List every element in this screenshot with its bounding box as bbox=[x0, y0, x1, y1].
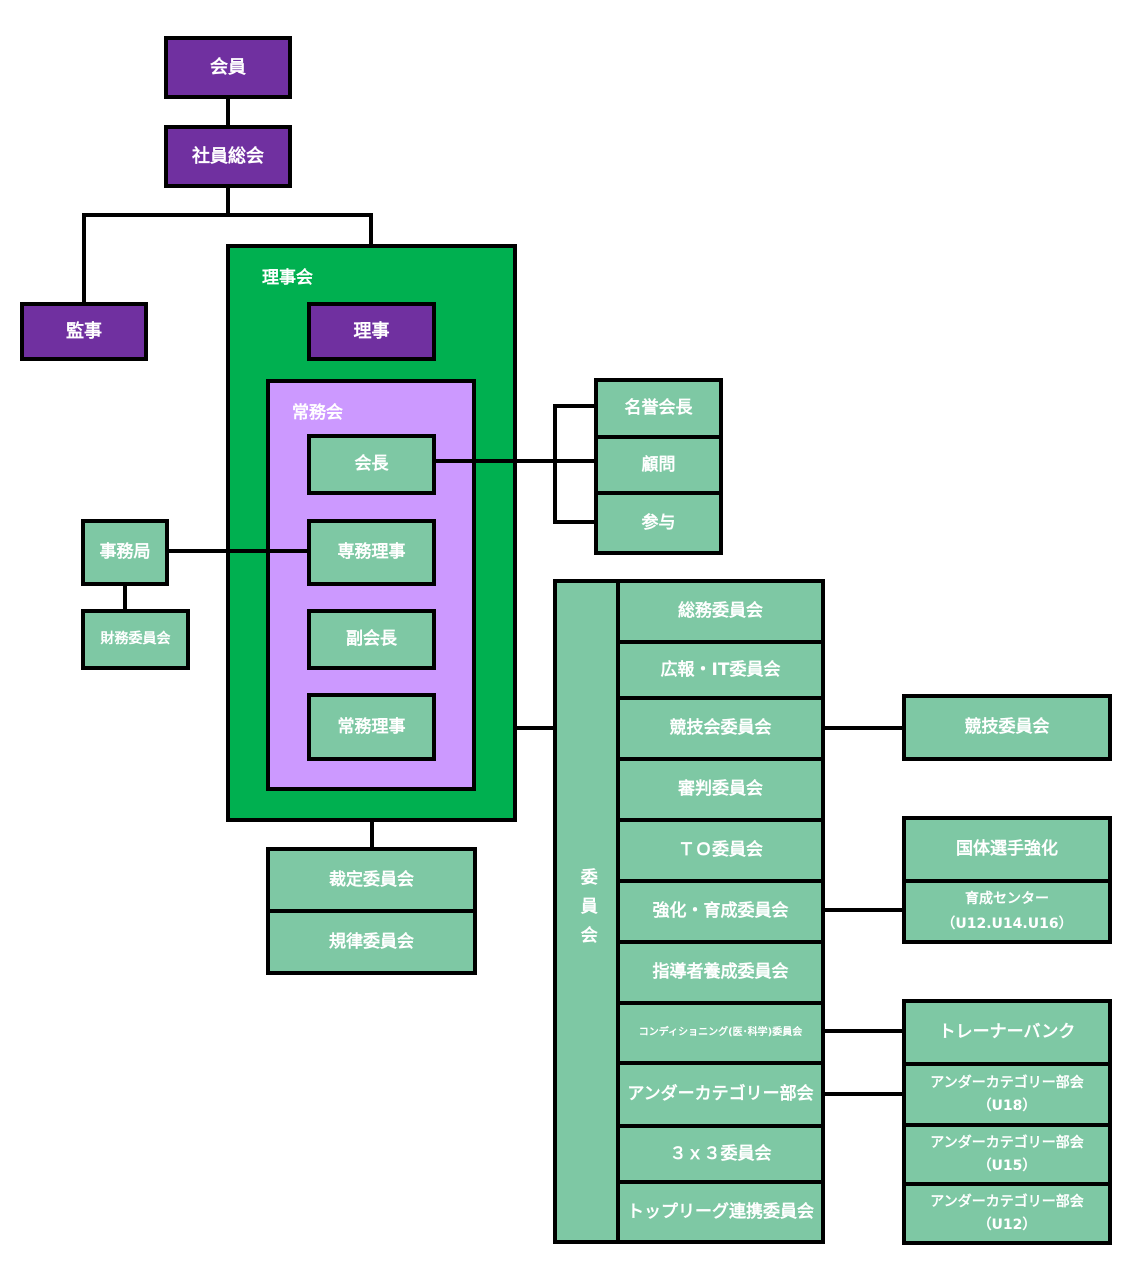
discipline-committee-box: 規律委員会 bbox=[266, 909, 477, 975]
connector bbox=[822, 1092, 906, 1096]
committees-label-box: 委員会 bbox=[553, 579, 620, 1244]
committee-item: 審判委員会 bbox=[616, 757, 825, 822]
executive-label: 常務会 bbox=[292, 403, 343, 423]
advisor-box: 顧問 bbox=[594, 435, 723, 496]
committee-item: 広報・IT委員会 bbox=[616, 640, 825, 700]
members-box: 会員 bbox=[164, 36, 292, 99]
connector bbox=[433, 459, 597, 463]
general-assembly-box: 社員総会 bbox=[164, 125, 292, 188]
under-category-u18-box: アンダーカテゴリー部会 （U18） bbox=[902, 1062, 1112, 1127]
under-category-u12-line2: （U12） bbox=[977, 1216, 1037, 1233]
under-category-u18-line1: アンダーカテゴリー部会 bbox=[930, 1074, 1084, 1091]
connector bbox=[515, 726, 557, 730]
committee-item: トップリーグ連携委員会 bbox=[616, 1180, 825, 1244]
connector bbox=[822, 908, 906, 912]
development-center-line1: 育成センター bbox=[965, 890, 1049, 907]
committee-item: 指導者養成委員会 bbox=[616, 940, 825, 1005]
connector bbox=[82, 213, 86, 305]
honorary-president-box: 名誉会長 bbox=[594, 378, 723, 439]
connector bbox=[166, 549, 310, 553]
under-category-u15-line2: （U15） bbox=[977, 1157, 1037, 1174]
connector bbox=[226, 96, 230, 128]
auditor-box: 監事 bbox=[20, 302, 148, 361]
development-center-line2: （U12.U14.U16） bbox=[941, 915, 1073, 932]
committee-item: ＴＯ委員会 bbox=[616, 818, 825, 883]
committees-label: 委員会 bbox=[576, 868, 597, 955]
connector bbox=[822, 1029, 906, 1033]
committee-item: コンディショニング(医･科学)委員会 bbox=[616, 1001, 825, 1065]
committee-item: アンダーカテゴリー部会 bbox=[616, 1061, 825, 1128]
committee-item: 強化・育成委員会 bbox=[616, 879, 825, 944]
counselor-box: 参与 bbox=[594, 491, 723, 555]
under-category-u12-line1: アンダーカテゴリー部会 bbox=[930, 1193, 1084, 1210]
connector bbox=[553, 520, 597, 524]
development-center-box: 育成センター （U12.U14.U16） bbox=[902, 879, 1112, 944]
board-label: 理事会 bbox=[262, 268, 313, 288]
connector bbox=[822, 726, 906, 730]
president-box: 会長 bbox=[307, 434, 436, 495]
trainer-bank-box: トレーナーバンク bbox=[902, 999, 1112, 1066]
executive-director-box: 常務理事 bbox=[307, 693, 436, 761]
committee-item: 総務委員会 bbox=[616, 579, 825, 644]
connector bbox=[370, 820, 374, 852]
under-category-u12-box: アンダーカテゴリー部会 （U12） bbox=[902, 1182, 1112, 1245]
national-sports-box: 国体選手強化 bbox=[902, 816, 1112, 883]
connector bbox=[82, 213, 373, 217]
vice-president-box: 副会長 bbox=[307, 609, 436, 670]
committee-item: ３ｘ３委員会 bbox=[616, 1124, 825, 1184]
managing-director-box: 専務理事 bbox=[307, 519, 436, 586]
under-category-u15-line1: アンダーカテゴリー部会 bbox=[930, 1134, 1084, 1151]
connector bbox=[553, 404, 557, 524]
committee-item: 競技会委員会 bbox=[616, 696, 825, 761]
connector bbox=[553, 404, 597, 408]
connector bbox=[226, 185, 230, 215]
secretariat-box: 事務局 bbox=[81, 519, 169, 586]
under-category-u18-line2: （U18） bbox=[977, 1097, 1037, 1114]
competition-committee-box: 競技委員会 bbox=[902, 694, 1112, 761]
arbitration-committee-box: 裁定委員会 bbox=[266, 847, 477, 913]
connector bbox=[123, 583, 127, 613]
under-category-u15-box: アンダーカテゴリー部会 （U15） bbox=[902, 1123, 1112, 1186]
finance-committee-box: 財務委員会 bbox=[81, 609, 190, 670]
director-box: 理事 bbox=[307, 302, 436, 361]
